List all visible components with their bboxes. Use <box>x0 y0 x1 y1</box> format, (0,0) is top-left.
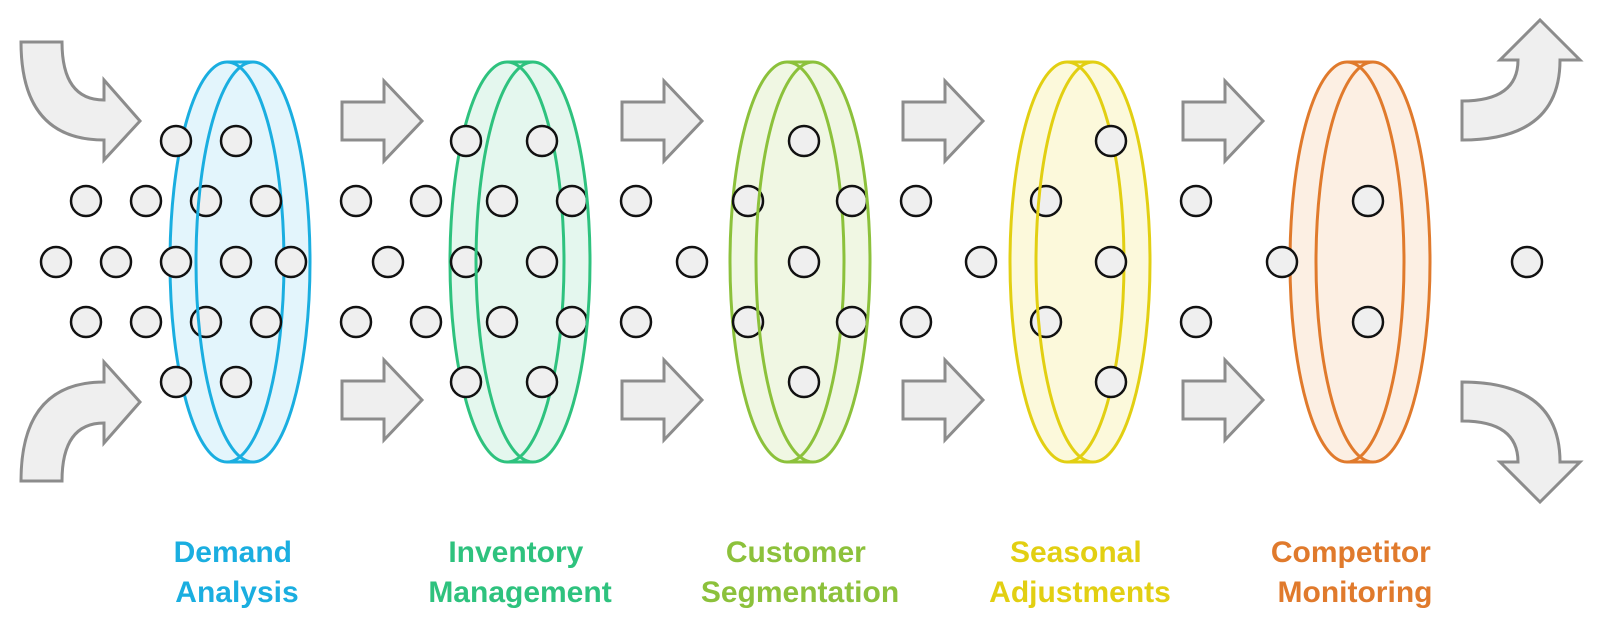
demand-analysis-label-line1: Demand <box>174 536 292 569</box>
item-dot <box>555 305 589 339</box>
item-dot <box>449 365 483 399</box>
item-dot <box>129 305 163 339</box>
flow-arrow-2-bottom <box>620 356 705 444</box>
competitor-monitoring-label-line2: Monitoring <box>1278 576 1433 609</box>
seasonal-adjustments-label-line1: Seasonal <box>1010 536 1142 569</box>
seasonal-adjustments-ring-band <box>1010 62 1150 462</box>
item-dot <box>555 184 589 218</box>
item-dot <box>1179 305 1213 339</box>
item-dot <box>409 305 443 339</box>
item-dot <box>1029 305 1063 339</box>
inventory-management-label-line1: Inventory <box>448 536 583 569</box>
item-dot <box>1265 245 1299 279</box>
item-dot <box>619 305 653 339</box>
item-dot <box>1510 245 1544 279</box>
item-dot <box>964 245 998 279</box>
flow-arrows <box>19 17 1584 505</box>
item-dot <box>219 124 253 158</box>
item-dot <box>1094 124 1128 158</box>
item-dot <box>159 124 193 158</box>
item-dot <box>274 245 308 279</box>
item-dot <box>1351 184 1385 218</box>
item-dot <box>339 184 373 218</box>
item-dot <box>525 365 559 399</box>
item-dot <box>99 245 133 279</box>
stage-label-seasonal-adjustments: Seasonal Adjustments <box>989 536 1171 609</box>
filter-ring-fronts <box>194 60 1432 464</box>
item-dot <box>731 184 765 218</box>
item-dot <box>39 245 73 279</box>
item-dot <box>129 184 163 218</box>
item-dot <box>449 245 483 279</box>
item-dot <box>339 305 373 339</box>
item-dot <box>787 124 821 158</box>
flow-arrow-3-bottom <box>901 356 986 444</box>
item-dot <box>189 305 223 339</box>
item-dot <box>1029 184 1063 218</box>
flow-arrow-4-top <box>1181 77 1266 165</box>
item-dot <box>409 184 443 218</box>
item-dot <box>835 305 869 339</box>
item-dot <box>899 184 933 218</box>
inventory-management-label-line2: Management <box>428 576 611 609</box>
stage-label-customer-segmentation: Customer Segmentation <box>701 536 899 609</box>
item-dot <box>835 184 869 218</box>
inventory-management-ring-band <box>450 62 590 462</box>
item-dot <box>787 245 821 279</box>
item-dot <box>449 124 483 158</box>
stage-label-inventory-management: Inventory Management <box>428 536 611 609</box>
item-dot <box>159 245 193 279</box>
input-curved-arrow-bottom <box>19 358 143 483</box>
item-dot <box>525 124 559 158</box>
item-dot <box>619 184 653 218</box>
item-dot <box>249 305 283 339</box>
flow-arrow-1-bottom <box>340 356 425 444</box>
item-dot <box>899 305 933 339</box>
flow-arrow-3-top <box>901 77 986 165</box>
stage-labels: Demand Analysis Inventory Management Cus… <box>174 536 1439 609</box>
item-dot <box>525 245 559 279</box>
output-curved-arrow-top <box>1460 17 1584 142</box>
item-dot <box>189 184 223 218</box>
competitor-monitoring-ring-band <box>1290 62 1430 462</box>
flow-arrow-1-top <box>340 77 425 165</box>
customer-segmentation-label-line1: Customer <box>726 536 866 569</box>
output-curved-arrow-bottom <box>1460 380 1584 505</box>
item-dot <box>219 365 253 399</box>
item-dot <box>69 184 103 218</box>
item-dot <box>485 184 519 218</box>
item-dot <box>731 305 765 339</box>
demand-analysis-label-line2: Analysis <box>175 576 298 609</box>
input-curved-arrow-top <box>19 40 143 164</box>
flow-arrow-4-bottom <box>1181 356 1266 444</box>
item-dot <box>675 245 709 279</box>
item-dot <box>485 305 519 339</box>
stage-label-demand-analysis: Demand Analysis <box>174 536 301 609</box>
competitor-monitoring-label-line1: Competitor <box>1271 536 1431 569</box>
item-dot <box>1351 305 1385 339</box>
item-dot <box>1179 184 1213 218</box>
item-dot <box>1094 365 1128 399</box>
item-dot <box>69 305 103 339</box>
item-dot <box>787 365 821 399</box>
item-dot <box>219 245 253 279</box>
item-dot <box>371 245 405 279</box>
item-dot <box>159 365 193 399</box>
seasonal-adjustments-label-line2: Adjustments <box>989 576 1171 609</box>
item-dot <box>249 184 283 218</box>
customer-segmentation-label-line2: Segmentation <box>701 576 899 609</box>
flow-arrow-2-top <box>620 77 705 165</box>
item-dot <box>1094 245 1128 279</box>
stage-label-competitor-monitoring: Competitor Monitoring <box>1271 536 1439 609</box>
